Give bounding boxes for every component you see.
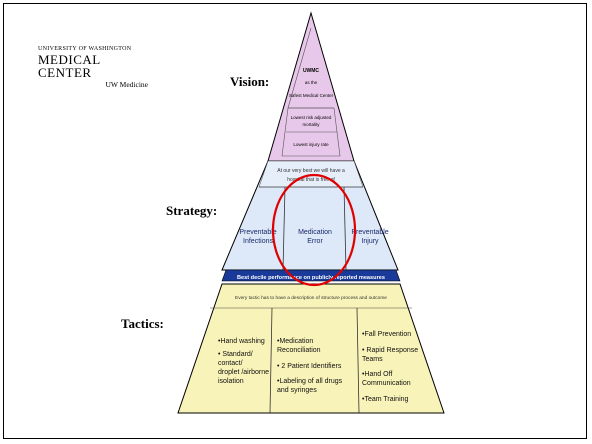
tactics-label: Tactics:: [121, 316, 164, 331]
tactics-divider-left: [269, 307, 273, 414]
tactics-col3-line3: Teams: [362, 356, 383, 363]
logo-medical-center-line: MEDICAL CENTER: [38, 52, 101, 80]
tactics-col3: •Fall Prevention • Rapid Response Teams …: [362, 331, 418, 403]
logo-uw-medicine-line: UW Medicine: [105, 80, 148, 89]
vision-item1b: mortality: [302, 122, 320, 127]
vision-title: UWMC: [303, 68, 319, 74]
vision-as-the: as the: [305, 80, 318, 85]
tactics-col2-line4: •Labeling of all drugs: [277, 378, 343, 385]
tactics-col3-line4: •Hand Off: [362, 371, 392, 378]
tactics-col1-line5: isolation: [218, 378, 244, 385]
strategy-footer-band: [221, 269, 401, 282]
vision-tier: [267, 11, 355, 162]
tactics-col1-line3: contact/: [218, 360, 243, 367]
tactics-col2-line5: and syringes: [277, 387, 317, 394]
strategy-col3a: Preventable: [351, 229, 388, 236]
strategy-divider-right: [343, 186, 347, 271]
tactics-col1-line2: • Standard/: [218, 351, 253, 358]
tactics-col3-line2: • Rapid Response: [362, 347, 418, 354]
tactics-col2: •Medication Reconciliation • 2 Patient I…: [277, 338, 343, 394]
logo-university-line: UNIVERSITY OF WASHINGTON: [38, 46, 132, 52]
strategy-intro2: hospital that is free of: [287, 177, 335, 183]
strategy-footer-text: Best decile performance on publicly repo…: [237, 275, 385, 281]
vision-item2: Lowest injury rate: [293, 142, 329, 147]
tactics-divider-right: [356, 307, 360, 414]
vision-item1a: Lowest risk adjusted: [291, 115, 332, 120]
tactics-col1-line4: droplet /airborne: [218, 369, 269, 376]
tactics-col3-line5: Communication: [362, 380, 411, 387]
uw-medicine-logo: UNIVERSITY OF WASHINGTON MEDICAL CENTER …: [38, 46, 148, 89]
tactics-col2-line3: • 2 Patient Identifiers: [277, 363, 342, 370]
strategy-col3b: Injury: [361, 238, 379, 245]
strategy-col2a: Medication: [298, 229, 332, 236]
strategy-label: Strategy:: [166, 203, 218, 218]
strategy-intro1: At our very best we will have a: [277, 168, 345, 174]
strategy-divider-left: [282, 186, 286, 271]
tactics-tier: [177, 283, 445, 414]
tactics-col2-line1: •Medication: [277, 338, 313, 345]
tactics-col2-line2: Reconciliation: [277, 347, 321, 354]
tactics-header-text: Every tactic has to have a description o…: [235, 295, 387, 301]
medication-error-highlight-circle: [271, 173, 357, 287]
tactics-col3-line6: •Team Training: [362, 396, 409, 403]
strategy-intro-band: [258, 160, 364, 188]
strategy-col1a: Preventable: [239, 229, 276, 236]
strategy-col2b: Error: [307, 238, 323, 245]
tactics-col1: •Hand washing • Standard/ contact/ dropl…: [218, 338, 269, 385]
strategy-col1b: Infections: [243, 238, 273, 245]
tactics-col1-line1: •Hand washing: [218, 338, 265, 345]
tactics-col3-line1: •Fall Prevention: [362, 331, 411, 338]
vision-safest: Safest Medical Center: [289, 93, 334, 98]
vision-label: Vision:: [230, 74, 270, 89]
